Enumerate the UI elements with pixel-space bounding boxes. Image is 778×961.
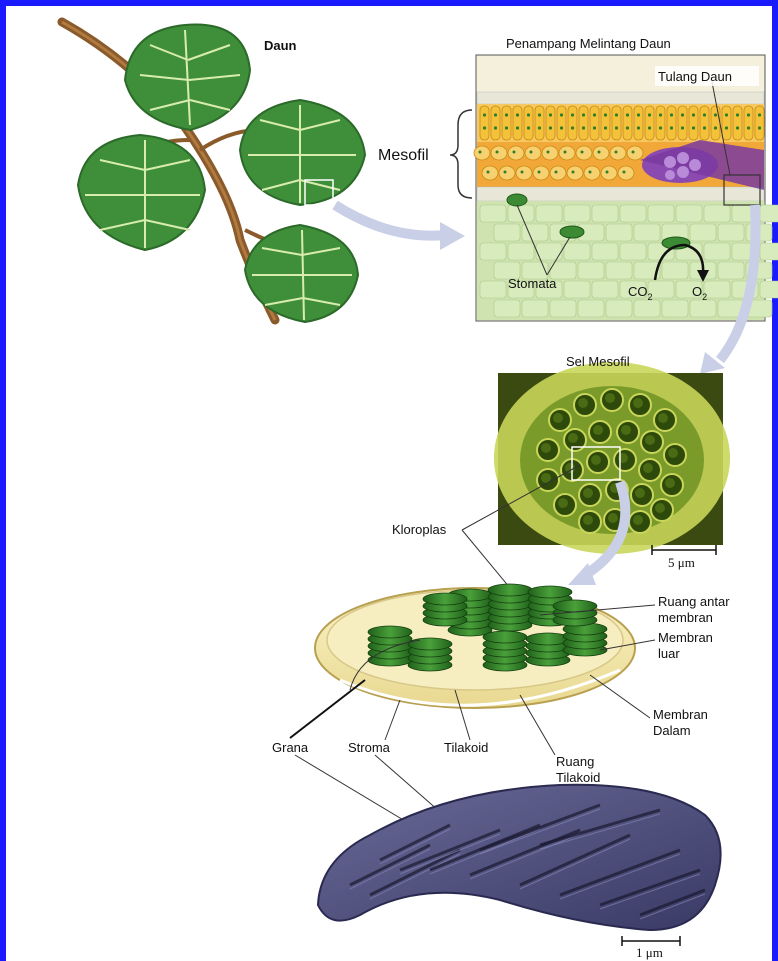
chloroplast-electron-micrograph [318,785,721,930]
label-grana: Grana [272,740,309,755]
label-sel-mesofil: Sel Mesofil [566,354,630,369]
label-kloroplas: Kloroplas [392,522,447,537]
label-tilakoid: Tilakoid [444,740,488,755]
label-daun: Daun [264,38,297,53]
label-penampang: Penampang Melintang Daun [506,36,671,51]
label-tulang-daun: Tulang Daun [658,69,732,84]
mesophyll-cell-micrograph [494,362,730,554]
leaf-cross-section [450,55,778,321]
label-ruang-tilakoid-2: Tilakoid [556,770,600,785]
label-membran-luar-2: luar [658,646,680,661]
label-ruang-antar-2: membran [658,610,713,625]
chloroplast-3d-model [315,584,635,708]
label-scale-1um: 1 μm [636,945,663,960]
label-ruang-antar-1: Ruang antar [658,594,730,609]
label-mesofil: Mesofil [378,147,429,164]
label-scale-5um: 5 μm [668,555,695,570]
zoom-arrow-1 [335,205,445,236]
leaf-branch-illustration [62,22,365,322]
label-membran-luar-1: Membran [658,630,713,645]
label-stroma: Stroma [348,740,391,755]
zoom-arrow-1-head [440,222,465,250]
label-membran-dalam-1: Membran [653,707,708,722]
label-ruang-tilakoid-1: Ruang [556,754,594,769]
label-membran-dalam-2: Dalam [653,723,691,738]
label-stomata: Stomata [508,276,557,291]
mesofil-bracket [450,110,472,198]
